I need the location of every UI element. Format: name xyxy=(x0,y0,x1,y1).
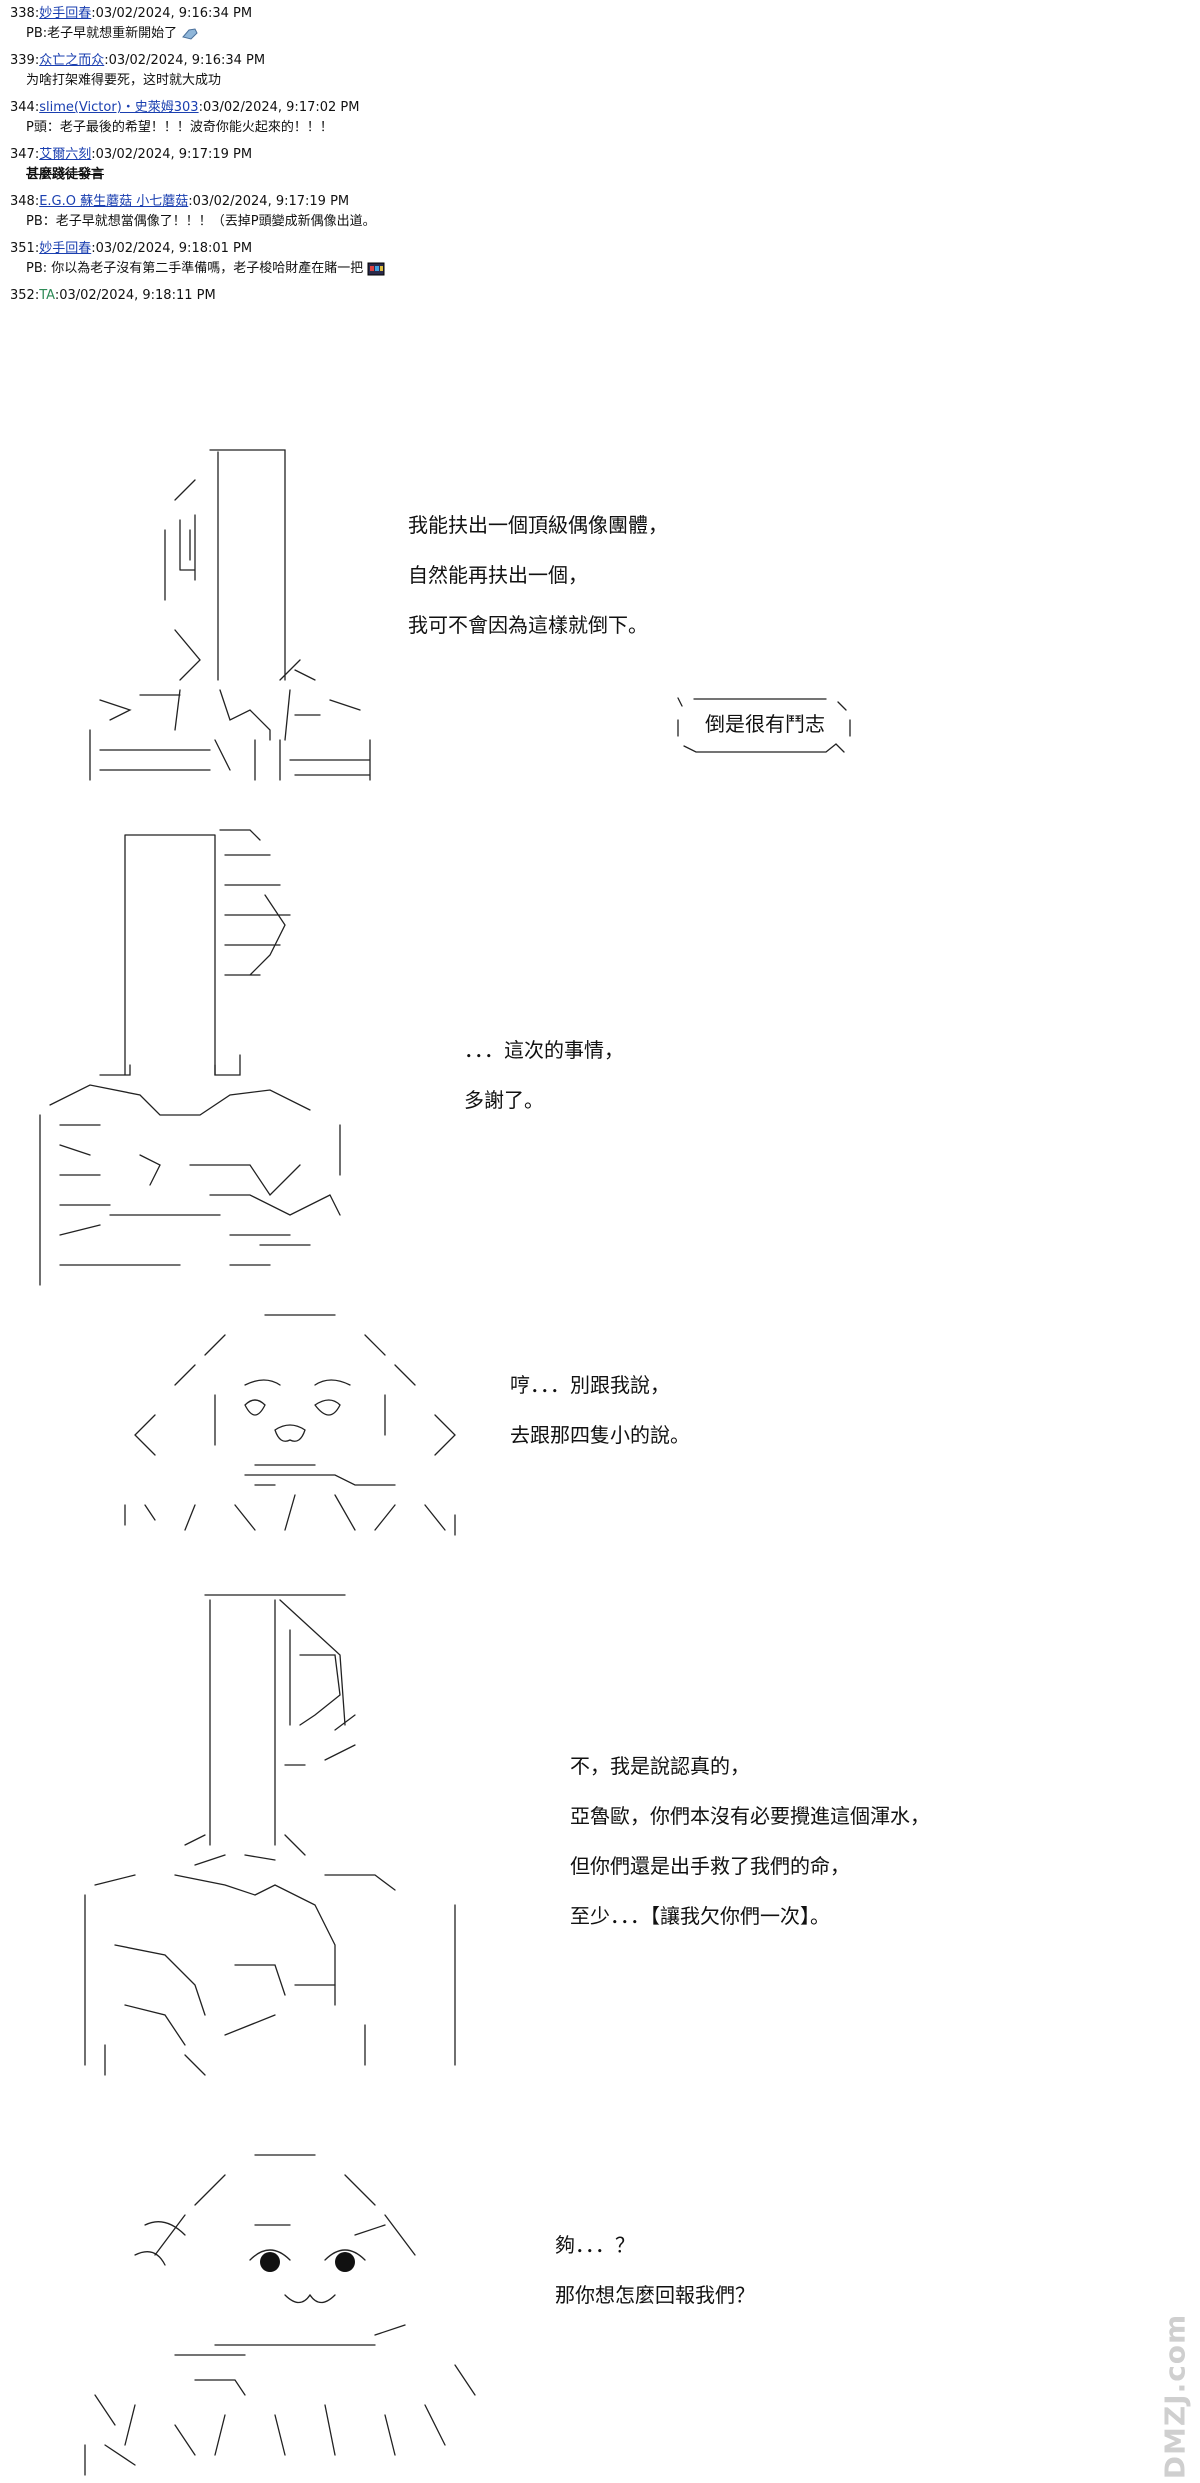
post-body: PB: 你以為老子沒有第二手準備嗎，老子梭哈財產在賭一把 xyxy=(10,259,1190,286)
post-339: 339:众亡之而众:03/02/2024, 9:16:34 PM 为啥打架难得要… xyxy=(10,51,1190,98)
post-author-link[interactable]: 艾爾六刻 xyxy=(39,147,92,162)
ascii-art-producer-standing xyxy=(80,440,400,784)
speech-bubble-text: 倒是很有鬥志 xyxy=(705,712,825,736)
dialogue-line: 多謝了。 xyxy=(464,1088,544,1112)
post-text: PB：老子早就想當偶像了！！！（丟掉P頭變成新偶像出道。 xyxy=(26,214,376,229)
post-body: 甚麼踐徒發言 xyxy=(10,165,1190,192)
watermark-logo-text: DMZJ.com xyxy=(1158,2313,1192,2480)
post-list: 338:妙手回春:03/02/2024, 9:16:34 PM PB:老子早就想… xyxy=(10,4,1190,306)
ascii-art-yaruo-surprised xyxy=(75,2145,476,2479)
post-344: 344:slime(Victor)・史萊姆303:03/02/2024, 9:1… xyxy=(10,98,1190,145)
post-header: 348:E.G.O 蘇生蘑菇 小七蘑菇:03/02/2024, 9:17:19 … xyxy=(10,192,1190,212)
post-datetime: :03/02/2024, 9:17:02 PM xyxy=(198,100,360,115)
post-351: 351:妙手回春:03/02/2024, 9:18:01 PM PB: 你以為老… xyxy=(10,239,1190,286)
post-number: 351: xyxy=(10,241,40,256)
post-datetime: :03/02/2024, 9:18:01 PM xyxy=(91,241,253,256)
dialogue-line: 亞魯歐，你們本沒有必要攪進這個渾水， xyxy=(570,1804,930,1828)
post-datetime: :03/02/2024, 9:16:34 PM xyxy=(104,53,266,68)
post-datetime: :03/02/2024, 9:16:34 PM xyxy=(91,6,253,21)
dialogue-line: 不，我是說認真的， xyxy=(570,1754,750,1778)
post-body: 为啥打架难得要死，这时就大成功 xyxy=(10,71,1190,98)
post-author-link[interactable]: TA xyxy=(39,288,55,303)
post-header: 344:slime(Victor)・史萊姆303:03/02/2024, 9:1… xyxy=(10,98,1190,118)
post-header: 347:艾爾六刻:03/02/2024, 9:17:19 PM xyxy=(10,145,1190,165)
ascii-art-producer-closeup xyxy=(30,825,350,1299)
post-348: 348:E.G.O 蘇生蘑菇 小七蘑菇:03/02/2024, 9:17:19 … xyxy=(10,192,1190,239)
post-352: 352:TA:03/02/2024, 9:18:11 PM xyxy=(10,286,1190,306)
post-author-link[interactable]: slime(Victor)・史萊姆303 xyxy=(39,100,199,115)
dialogue-block-2: ．．．這次的事情， 多謝了。 xyxy=(464,1025,624,1125)
hand-emoji-icon xyxy=(182,27,198,40)
post-header: 338:妙手回春:03/02/2024, 9:16:34 PM xyxy=(10,4,1190,24)
post-body: P頭：老子最後的希望！！！波奇你能火起來的！！！ xyxy=(10,118,1190,145)
speech-bubble: 倒是很有鬥志 xyxy=(676,696,854,754)
post-header: 351:妙手回春:03/02/2024, 9:18:01 PM xyxy=(10,239,1190,259)
post-text-strikethrough: 甚麼踐徒發言 xyxy=(26,167,105,182)
post-author-link[interactable]: 妙手回春 xyxy=(39,6,92,21)
dialogue-line: 我可不會因為這樣就倒下。 xyxy=(408,613,648,637)
dialogue-line: 那你想怎麼回報我們？ xyxy=(555,2283,755,2307)
post-datetime: :03/02/2024, 9:18:11 PM xyxy=(54,288,216,303)
post-number: 348: xyxy=(10,194,40,209)
dialogue-block-5: 夠．．．？ 那你想怎麼回報我們？ xyxy=(555,2220,755,2320)
ascii-art-producer-serious xyxy=(75,1585,465,2089)
post-datetime: :03/02/2024, 9:17:19 PM xyxy=(188,194,350,209)
post-text: P頭：老子最後的希望！！！波奇你能火起來的！！！ xyxy=(26,120,333,135)
post-author-link[interactable]: E.G.O 蘇生蘑菇 小七蘑菇 xyxy=(39,194,189,209)
dialogue-line: 至少．．．【讓我欠你們一次】。 xyxy=(570,1904,830,1928)
dialogue-line: 自然能再扶出一個， xyxy=(408,563,588,587)
dialogue-line: ．．．這次的事情， xyxy=(464,1038,624,1062)
dialogue-line: 我能扶出一個頂級偶像團體， xyxy=(408,513,668,537)
dialogue-line: 哼．．．別跟我說， xyxy=(510,1373,670,1397)
slot-machine-emoji-icon xyxy=(367,262,385,275)
site-watermark: DMZJ.com xyxy=(1152,2310,1192,2480)
dialogue-block-1: 我能扶出一個頂級偶像團體， 自然能再扶出一個， 我可不會因為這樣就倒下。 xyxy=(408,500,668,650)
post-number: 344: xyxy=(10,100,40,115)
ascii-art-figure xyxy=(89,449,371,781)
post-body: PB：老子早就想當偶像了！！！（丟掉P頭變成新偶像出道。 xyxy=(10,212,1190,239)
post-header: 352:TA:03/02/2024, 9:18:11 PM xyxy=(10,286,1190,306)
post-number: 338: xyxy=(10,6,40,21)
ascii-art-figure xyxy=(84,2154,476,2476)
dialogue-line: 去跟那四隻小的說。 xyxy=(510,1423,690,1447)
ascii-art-figure xyxy=(124,1314,456,1536)
post-header: 339:众亡之而众:03/02/2024, 9:16:34 PM xyxy=(10,51,1190,71)
post-338: 338:妙手回春:03/02/2024, 9:16:34 PM PB:老子早就想… xyxy=(10,4,1190,51)
post-number: 347: xyxy=(10,147,40,162)
post-author-link[interactable]: 妙手回春 xyxy=(39,241,92,256)
post-author-link[interactable]: 众亡之而众 xyxy=(39,53,105,68)
post-347: 347:艾爾六刻:03/02/2024, 9:17:19 PM 甚麼踐徒發言 xyxy=(10,145,1190,192)
post-text: PB: 你以為老子沒有第二手準備嗎，老子梭哈財產在賭一把 xyxy=(26,261,364,276)
dialogue-block-4: 不，我是說認真的， 亞魯歐，你們本沒有必要攪進這個渾水， 但你們還是出手救了我們… xyxy=(570,1741,930,1941)
dialogue-block-3: 哼．．．別跟我說， 去跟那四隻小的說。 xyxy=(510,1360,690,1460)
post-text: 为啥打架难得要死，这时就大成功 xyxy=(26,73,222,88)
ascii-art-figure xyxy=(39,829,341,1286)
post-text: PB:老子早就想重新開始了 xyxy=(26,26,178,41)
ascii-art-yaruo-smug xyxy=(115,1305,465,1539)
speech-bubble-outline xyxy=(677,697,851,753)
post-body: PB:老子早就想重新開始了 xyxy=(10,24,1190,51)
post-number: 339: xyxy=(10,53,40,68)
ascii-art-figure xyxy=(84,1594,456,2076)
post-datetime: :03/02/2024, 9:17:19 PM xyxy=(91,147,253,162)
post-number: 352: xyxy=(10,288,40,303)
dialogue-line: 夠．．．？ xyxy=(555,2233,635,2257)
dialogue-line: 但你們還是出手救了我們的命， xyxy=(570,1854,850,1878)
